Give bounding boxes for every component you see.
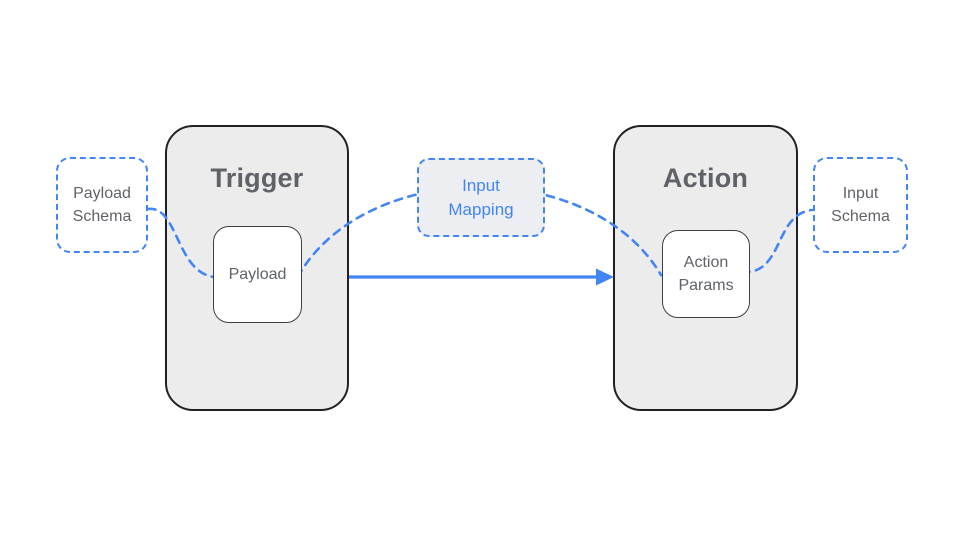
payload-schema-label: Payload Schema: [72, 185, 132, 225]
input-mapping-label: Input Mapping: [448, 175, 514, 219]
payload-schema-node: Payload Schema: [56, 157, 148, 253]
input-schema-node: Input Schema: [813, 157, 908, 253]
payload-to-action-arrowhead-icon: [596, 268, 614, 286]
payload-node: Payload: [213, 226, 302, 323]
action-title: Action: [662, 163, 749, 193]
input-schema-label: Input Schema: [831, 185, 890, 225]
input-mapping-node: Input Mapping: [417, 158, 545, 237]
trigger-title: Trigger: [210, 163, 304, 193]
action-params-node: Action Params: [662, 230, 750, 318]
payload-label: Payload: [228, 266, 287, 283]
action-params-label: Action Params: [678, 254, 734, 294]
